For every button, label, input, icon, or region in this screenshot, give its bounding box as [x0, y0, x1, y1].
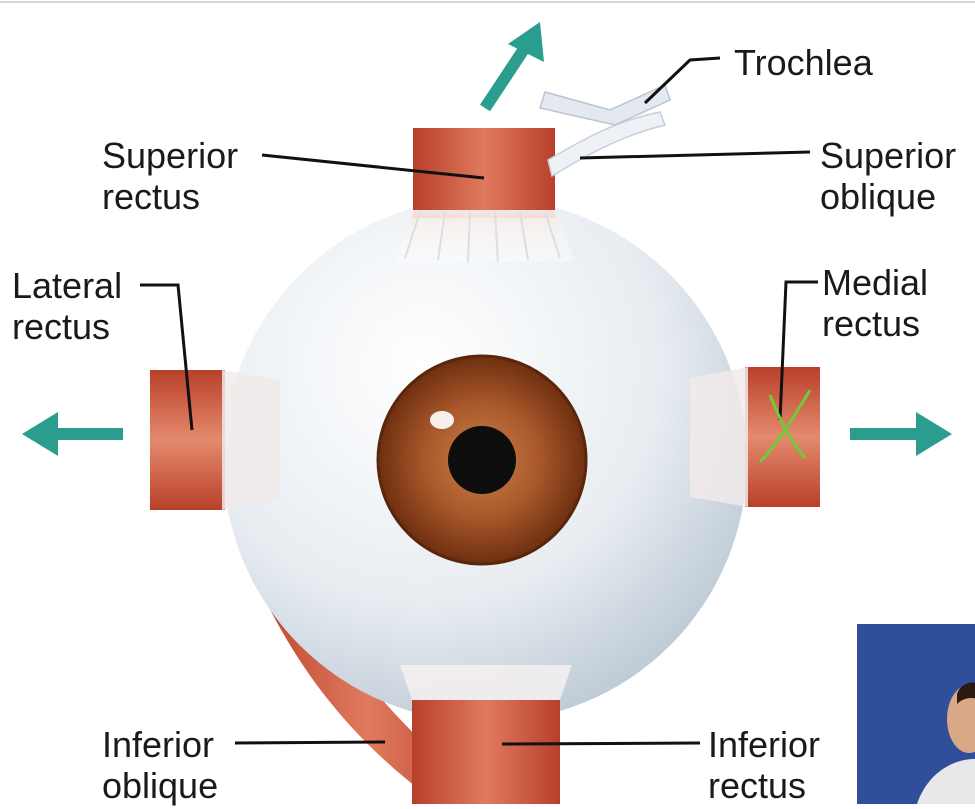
label-medial-rectus: Medial rectus: [822, 262, 928, 344]
label-lateral-rectus-line2: rectus: [12, 306, 111, 347]
lateral-rectus-leader: [140, 283, 194, 431]
presenter-shirt: [917, 759, 975, 804]
label-inferior-oblique-line2: oblique: [102, 765, 219, 806]
label-inferior-rectus: Inferior rectus: [708, 724, 820, 806]
inferior-rectus-muscle: [412, 700, 560, 804]
label-inferior-oblique: Inferior oblique: [102, 724, 218, 806]
label-lateral-rectus-line1: Lateral: [12, 265, 123, 306]
label-inferior-oblique-line1: Inferior: [102, 724, 215, 765]
label-lateral-rectus: Lateral rectus: [12, 265, 122, 347]
presenter-hair: [957, 682, 975, 704]
presenter-webcam-overlay: [857, 624, 975, 804]
label-superior-oblique-line2: oblique: [820, 176, 937, 217]
superior-rectus-fibers: [404, 211, 561, 263]
superior-rectus-tendon: [395, 210, 575, 262]
pupil: [448, 426, 516, 494]
label-superior-oblique: Superior oblique: [820, 135, 956, 217]
presenter-figure: [917, 682, 975, 804]
arrow-up-right-icon: [479, 22, 544, 112]
inferior-rectus-leader: [501, 741, 701, 746]
superior-rectus-leader: [261, 153, 485, 180]
presenter-face: [947, 685, 975, 753]
arrow-right-icon: [850, 412, 952, 456]
label-inferior-rectus-line1: Inferior: [708, 724, 821, 765]
label-superior-oblique-line1: Superior: [820, 135, 957, 176]
medial-rectus-tendon: [690, 367, 748, 507]
trochlea-structure: [539, 83, 671, 126]
medial-rectus-leader: [778, 280, 818, 421]
label-superior-rectus-line2: rectus: [102, 176, 201, 217]
arrow-left-icon: [22, 412, 123, 456]
inferior-rectus-tendon: [400, 665, 572, 700]
inferior-oblique-leader: [234, 740, 386, 745]
trochlea-leader: [643, 56, 721, 105]
leader-lines: [140, 56, 818, 746]
label-medial-rectus-line2: rectus: [822, 303, 921, 344]
label-trochlea: Trochlea: [734, 42, 873, 83]
iris-highlight: [430, 411, 454, 429]
lateral-rectus-tendon: [222, 370, 280, 510]
label-medial-rectus-line1: Medial: [822, 262, 929, 303]
superior-oblique-leader: [579, 150, 811, 160]
label-superior-rectus: Superior rectus: [102, 135, 238, 217]
label-superior-rectus-line1: Superior: [102, 135, 239, 176]
label-inferior-rectus-line2: rectus: [708, 765, 807, 806]
x-mark-icon: [758, 389, 812, 464]
